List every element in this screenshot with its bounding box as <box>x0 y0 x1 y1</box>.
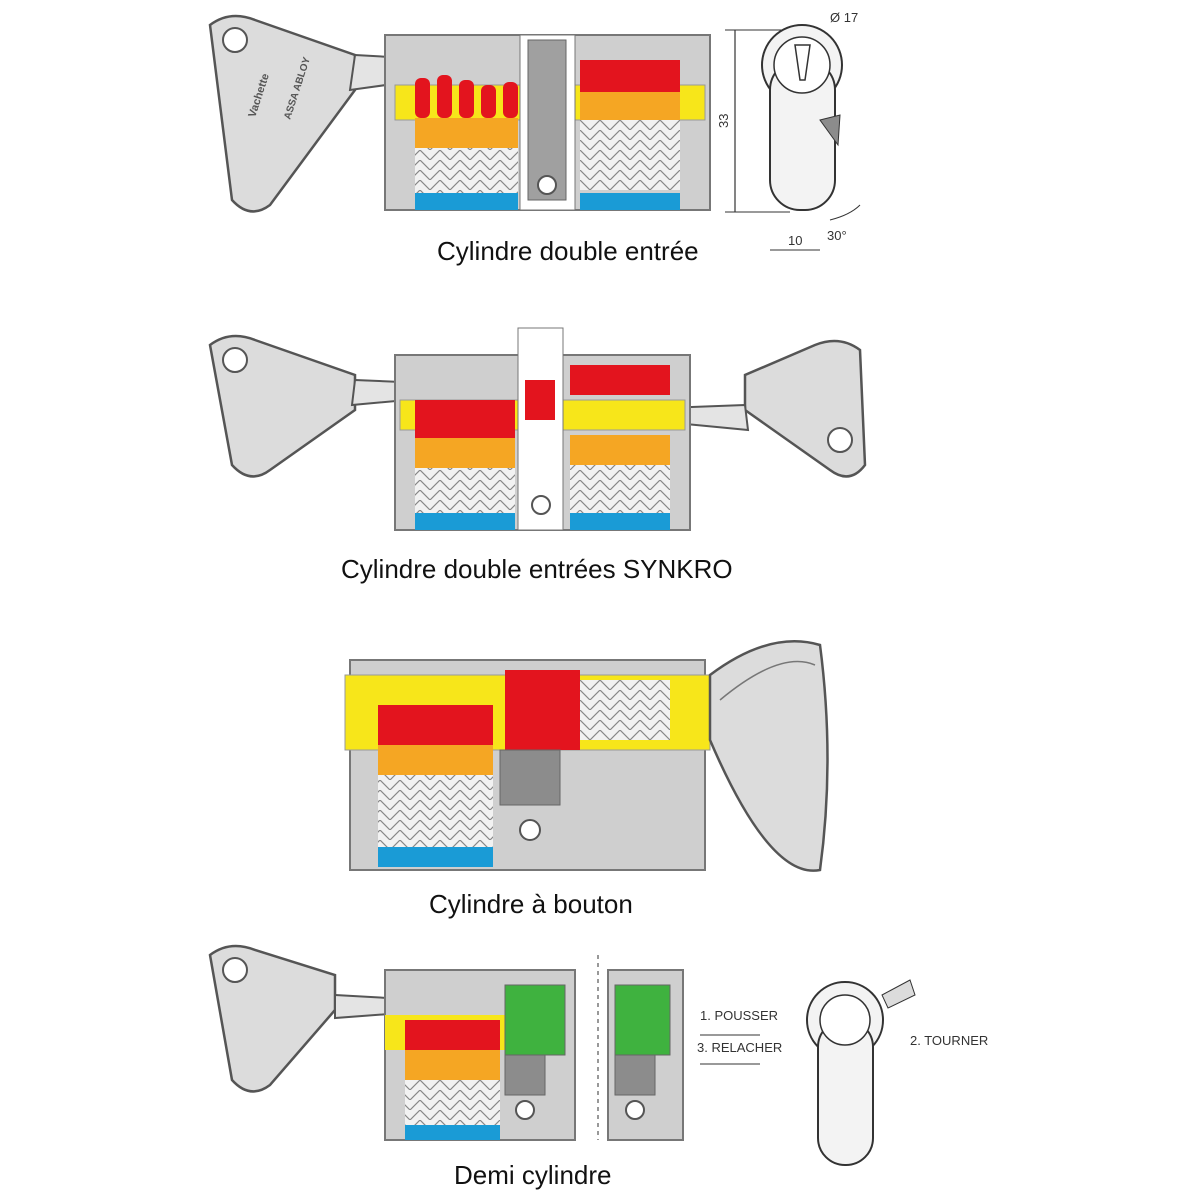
double-entry-cylinder: Vachette ASSA ABLOY <box>208 10 861 251</box>
synkro-cylinder <box>208 327 867 531</box>
instruction-release: 3. RELACHER <box>697 1040 782 1055</box>
pins-left-1 <box>415 75 518 210</box>
caption-double-entry: Cylindre double entrée <box>437 236 699 266</box>
pins-3 <box>378 705 493 867</box>
dim-height: 33 <box>716 114 731 128</box>
caption-half: Demi cylindre <box>454 1160 612 1190</box>
caption-button: Cylindre à bouton <box>429 889 633 919</box>
pins-left-2 <box>415 400 515 530</box>
instruction-turn: 2. TOURNER <box>910 1033 988 1048</box>
pins-4 <box>405 1020 500 1140</box>
dim-angle: 30° <box>827 228 847 243</box>
profile-view-4 <box>806 979 916 1166</box>
dim-width: 10 <box>788 233 802 248</box>
pins-right-1 <box>580 60 680 210</box>
dim-diameter: Ø 17 <box>830 10 858 25</box>
key-left-4 <box>208 944 511 1093</box>
caption-synkro: Cylindre double entrées SYNKRO <box>341 554 733 584</box>
knob <box>708 640 829 872</box>
button-cylinder <box>344 640 829 872</box>
pins-right-2 <box>570 365 670 530</box>
half-cylinder: 1. POUSSER 3. RELACHER 2. TOURNER <box>208 944 988 1166</box>
instruction-push: 1. POUSSER <box>700 1008 778 1023</box>
profile-view: 33 Ø 17 10 30° <box>716 10 861 251</box>
